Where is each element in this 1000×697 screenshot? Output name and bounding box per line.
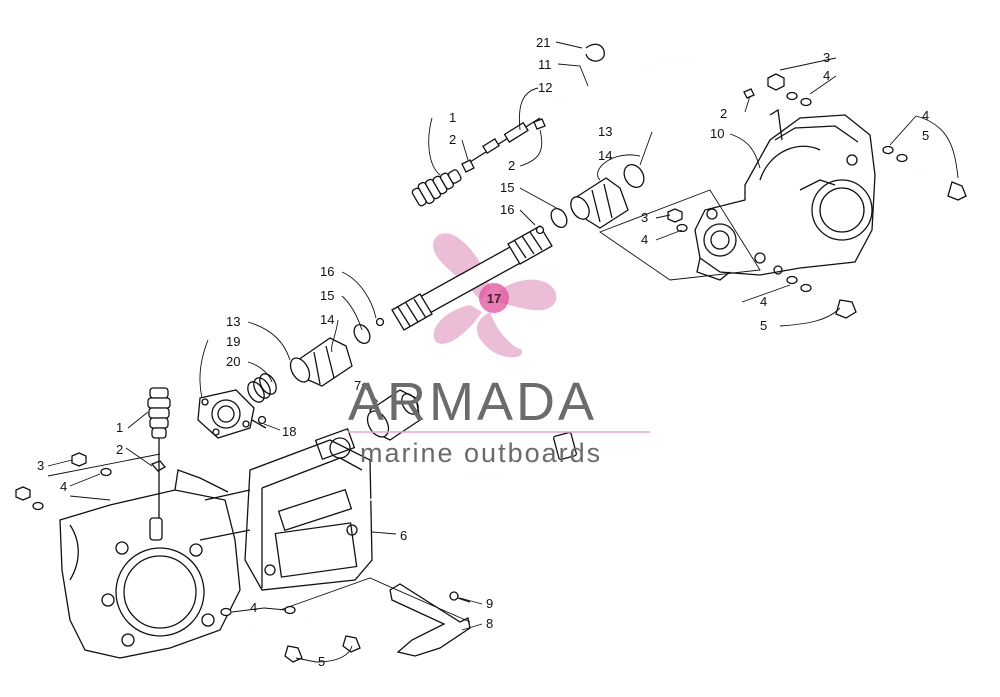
part-5-bolt-right-top [882,145,967,201]
callout-12: 12 [538,80,552,95]
callout-2: 2 [720,106,727,121]
part-3-4-nuts-left [15,452,112,511]
part-7-coupler [366,389,421,441]
leader-lines [47,41,959,663]
part-5-bolts-front [220,605,361,663]
part-14-coupler-boot-right [535,164,645,235]
callout-19: 19 [226,334,240,349]
part-6-shift-actuator [199,427,373,591]
callout-8: 8 [486,616,493,631]
callout-15: 15 [500,180,514,195]
callout-1: 1 [116,420,123,435]
callout-3: 3 [823,50,830,65]
part-21-clip [585,43,605,62]
part-10-rear-gearcase [694,108,876,281]
callout-9: 9 [486,596,493,611]
callout-4: 4 [760,294,767,309]
part-14-coupler-boot-left [247,317,385,403]
callout-4: 4 [641,232,648,247]
callout-20: 20 [226,354,240,369]
part-9-screw [449,591,471,603]
callout-16: 16 [500,202,514,217]
assembly-outline [47,189,761,623]
callout-2: 2 [449,132,456,147]
callout-1: 1 [449,110,456,125]
callout-17: 17 [487,291,501,306]
part-1-boot-front [147,387,171,518]
part-1-boot-top [411,169,462,207]
part-12-rod [469,117,541,163]
callout-10: 10 [710,126,724,141]
callout-4: 4 [823,68,830,83]
callout-18: 18 [282,424,296,439]
callout-15: 15 [320,288,334,303]
callout-5: 5 [922,128,929,143]
callout-3: 3 [37,458,44,473]
front-gearcase [59,469,241,659]
part-3-4-nuts-right [667,73,812,233]
callout-4: 4 [250,600,257,615]
part-6-wire-harness [369,431,577,501]
part-18-bolt [251,415,267,429]
callout-21: 21 [536,35,550,50]
part-17-drive-shaft [391,225,553,331]
part-11-cable [559,60,747,101]
callout-13: 13 [226,314,240,329]
part-2-clip-top [461,88,755,173]
callout-14: 14 [598,148,612,163]
callout-labels: 21 11 12 1 2 2 2 3 4 10 4 5 13 14 15 16 … [37,35,929,669]
callout-2: 2 [116,442,123,457]
callout-3: 3 [641,210,648,225]
watermark-tagline: marine outboards [360,438,602,468]
watermark-brand: ARMADA [348,372,597,432]
callout-17-highlight[interactable]: 17 [479,283,509,313]
callout-5: 5 [318,654,325,669]
part-19-seal-housing [197,389,255,439]
callout-5: 5 [760,318,767,333]
callout-7: 7 [354,378,361,393]
callout-4: 4 [922,108,929,123]
callout-6: 6 [400,528,407,543]
callout-13: 13 [598,124,612,139]
watermark: ARMADA marine outboards [348,372,650,468]
callout-16: 16 [320,264,334,279]
callout-2: 2 [508,158,515,173]
callout-14: 14 [320,312,334,327]
callout-11: 11 [538,57,552,72]
part-5-bolt-right-bottom [786,275,857,319]
part-8-bracket [389,583,471,657]
callout-4: 4 [60,479,67,494]
